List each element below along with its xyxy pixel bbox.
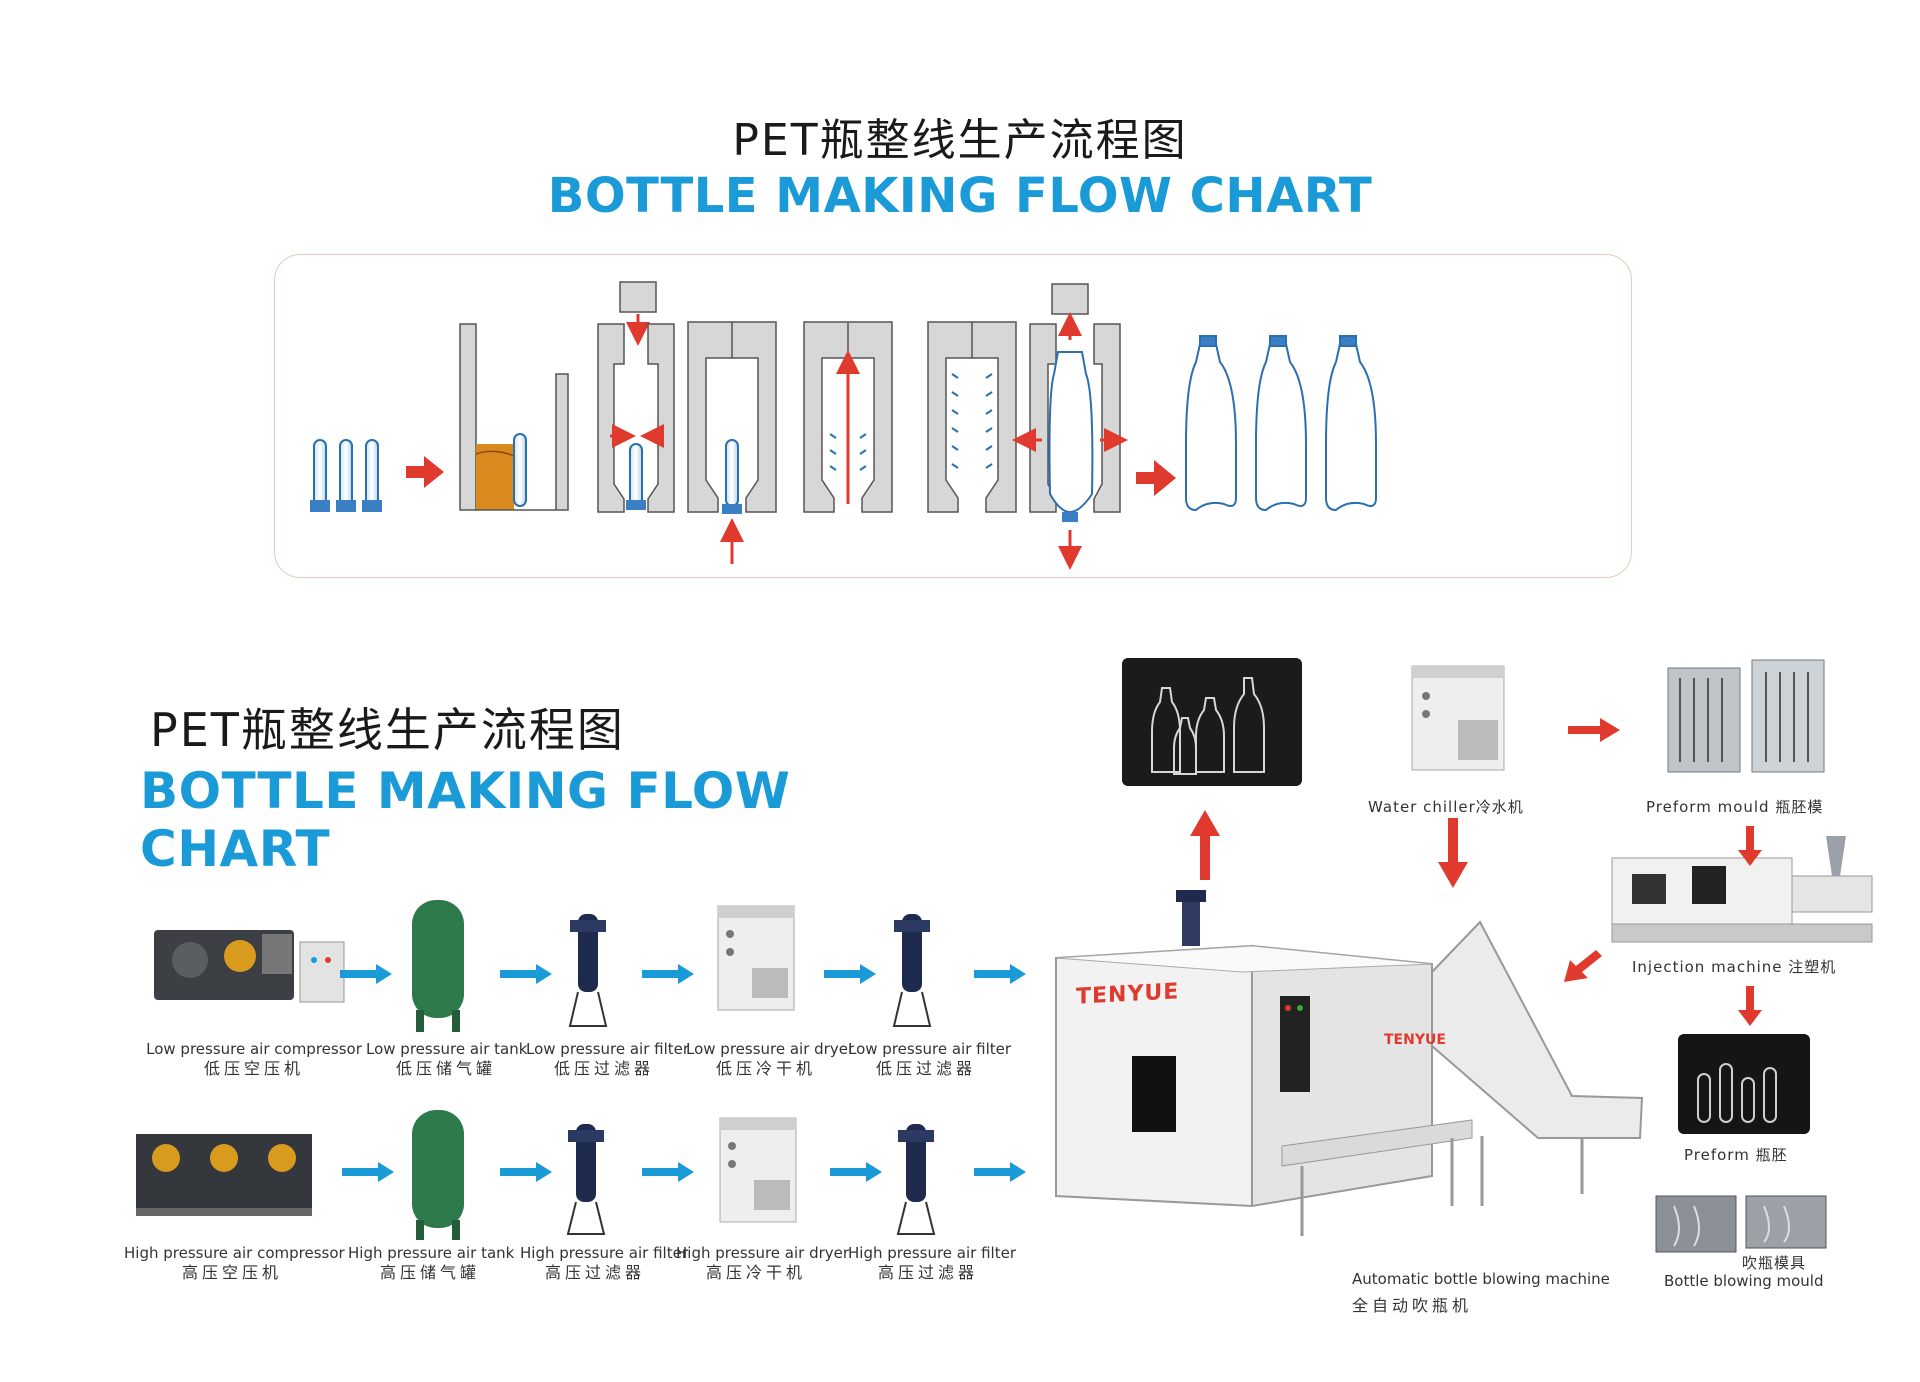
arrow-up-icon <box>1190 810 1220 880</box>
bottles-photo <box>1122 658 1302 786</box>
blowing-mould-icon <box>1655 1195 1827 1253</box>
arrow-right-red-icon <box>1568 718 1620 742</box>
low-air-tank-icon <box>412 900 464 1032</box>
high-dryer-icon <box>719 1117 797 1223</box>
high-pressure-equipment-row <box>136 1110 1026 1240</box>
blue-arrow-icon <box>500 964 552 984</box>
arrow-down-icon-3 <box>1738 986 1762 1026</box>
arrow-down-left-icon <box>1564 950 1602 982</box>
blue-arrow-icon <box>830 1162 882 1182</box>
low-dryer-icon <box>717 905 795 1011</box>
preform-photo <box>1678 1034 1810 1134</box>
injection-machine-label: Injection machine 注塑机 <box>1632 958 1837 976</box>
blue-arrow-icon <box>824 964 876 984</box>
brand-logo-small: TENYUE <box>1384 1032 1446 1048</box>
preform-mould-label: Preform mould 瓶胚模 <box>1646 798 1824 816</box>
preform-mould-icon <box>1667 659 1825 773</box>
mould-stage-release <box>1012 283 1128 570</box>
arrow-right-icon-2 <box>1136 460 1176 496</box>
low-filter-icon <box>568 914 608 1027</box>
top-title-en: BOTTLE MAKING FLOW CHART <box>547 168 1373 224</box>
blue-arrow-icon <box>974 1162 1026 1182</box>
preforms-group <box>310 439 382 512</box>
second-title-cn: PET瓶整线生产流程图 <box>150 703 625 757</box>
mould-stage-closed <box>687 321 777 564</box>
high-filter-2-icon <box>896 1124 936 1235</box>
blue-arrow-icon <box>340 964 392 984</box>
water-chiller-icon <box>1411 665 1505 771</box>
arrow-right-icon <box>406 456 444 488</box>
high-compressor-icon <box>136 1134 312 1216</box>
low-filter-2-icon <box>892 914 932 1027</box>
second-title-en: BOTTLE MAKING FLOW CHART <box>140 762 791 878</box>
mould-stage-blow <box>927 321 1017 513</box>
preform-label: Preform 瓶胚 <box>1684 1146 1788 1164</box>
blue-arrow-icon <box>642 964 694 984</box>
high-air-tank-icon <box>412 1110 464 1240</box>
blue-arrow-icon <box>342 1162 394 1182</box>
mould-stage-stretch <box>803 321 893 513</box>
blowing-machine-icon <box>1055 890 1644 1236</box>
process-diagram-panel <box>274 254 1632 578</box>
high-filter-icon <box>566 1124 606 1235</box>
blower-cn-label: 全自动吹瓶机 <box>1352 1296 1473 1315</box>
blue-arrow-icon <box>642 1162 694 1182</box>
water-chiller-label: Water chiller冷水机 <box>1368 798 1524 816</box>
blow-process-diagram <box>310 281 1377 570</box>
blow-mould-en-label: Bottle blowing mould <box>1664 1272 1824 1290</box>
finished-bottles <box>1185 335 1377 512</box>
mould-stage-open <box>597 281 675 513</box>
arrow-down-icon <box>1438 818 1468 888</box>
top-title-cn: PET瓶整线生产流程图 <box>732 115 1188 166</box>
blower-en-label: Automatic bottle blowing machine <box>1352 1270 1610 1288</box>
blue-arrow-icon <box>974 964 1026 984</box>
arrow-down-icon-2 <box>1738 826 1762 866</box>
injection-machine-icon <box>1611 836 1873 943</box>
low-pressure-equipment-row <box>154 900 1026 1032</box>
blow-mould-cn-label: 吹瓶模具 <box>1742 1254 1807 1272</box>
low-compressor-icon <box>154 930 345 1003</box>
heating-oven <box>459 323 569 511</box>
blue-arrow-icon <box>500 1162 552 1182</box>
